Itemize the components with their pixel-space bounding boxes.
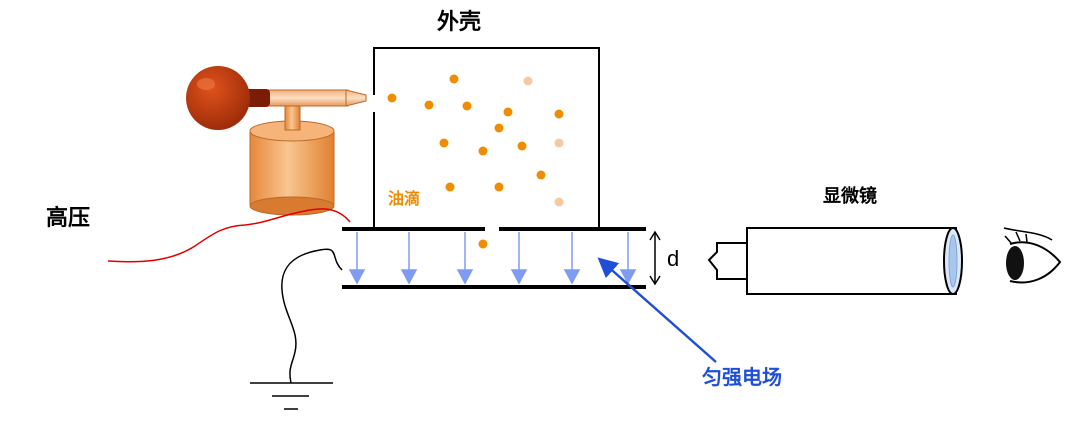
gap-dimension-arrow xyxy=(649,230,661,286)
eye-icon xyxy=(1003,227,1062,284)
oil-drop xyxy=(439,138,449,148)
oil-drop-label: 油滴 xyxy=(388,189,421,208)
oil-drop xyxy=(478,239,488,249)
field-pointer-arrow xyxy=(597,257,717,363)
oil-drop xyxy=(462,101,472,111)
ground-symbol-icon xyxy=(250,382,333,410)
oil-drop xyxy=(387,93,397,103)
oil-drop xyxy=(478,146,488,156)
oil-drop xyxy=(424,100,434,110)
casing-outline xyxy=(373,47,600,228)
high-voltage-label: 高压 xyxy=(46,206,91,231)
casing-label: 外壳 xyxy=(437,10,482,35)
microscope-icon xyxy=(707,227,963,295)
oil-drop xyxy=(523,76,533,86)
microscope-label: 显微镜 xyxy=(823,186,877,207)
field-arrows xyxy=(348,232,637,285)
high-voltage-wire xyxy=(107,208,351,263)
sprayer-icon xyxy=(249,89,367,216)
oil-drop xyxy=(449,74,459,84)
oil-drop xyxy=(494,123,504,133)
oil-drops xyxy=(387,74,564,249)
oil-drop xyxy=(536,170,546,180)
oil-drop xyxy=(554,138,564,148)
plate-gap-label: d xyxy=(667,246,680,271)
oil-drop xyxy=(554,197,564,207)
oil-drop xyxy=(517,141,527,151)
ground-wire xyxy=(281,248,343,384)
uniform-field-label: 匀强电场 xyxy=(702,365,782,389)
oil-drop xyxy=(554,109,564,119)
oil-drop xyxy=(503,107,513,117)
oil-drop xyxy=(494,182,504,192)
oil-drop xyxy=(445,182,455,192)
rubber-bulb-icon xyxy=(186,66,270,130)
